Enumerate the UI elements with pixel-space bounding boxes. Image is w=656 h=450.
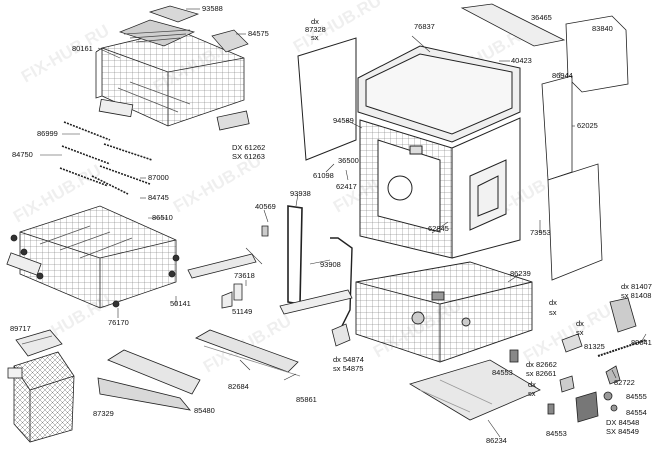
part-label-40569: 40569 (255, 202, 276, 211)
cutlery-tray (118, 19, 196, 47)
rails-and-seals (187, 205, 353, 347)
part-label-40423: 40423 (511, 56, 532, 65)
part-label-54874: dx 54874 (333, 355, 364, 364)
part-label-86239: 86239 (510, 269, 531, 278)
part-label-sx-1: sx (549, 308, 557, 317)
part-label-83840: 83840 (592, 24, 613, 33)
part-label-84548: DX 84548 (606, 418, 640, 427)
base-frame (355, 261, 533, 363)
part-label-sx-2: sx (576, 328, 584, 337)
tine-rows (59, 121, 153, 195)
part-label-89717: 89717 (10, 324, 31, 333)
part-label-84575: 84575 (248, 29, 269, 38)
part-label-84750: 84750 (12, 150, 33, 159)
part-label-84554: 84554 (626, 408, 647, 417)
part-label-84549: SX 84549 (606, 427, 639, 436)
part-label-86234: 86234 (486, 436, 507, 445)
part-label-36465: 36465 (531, 13, 552, 22)
drip-tray (409, 359, 541, 421)
part-label-87328-sx: sx (311, 33, 319, 42)
part-label-87328: 87328 (305, 25, 326, 34)
part-label-62025: 62025 (577, 121, 598, 130)
part-label-61098: 61098 (313, 171, 334, 180)
upper-basket (95, 29, 245, 127)
part-label-86999: 86999 (37, 129, 58, 138)
part-label-54875: sx 54875 (333, 364, 364, 373)
part-label-82662: dx 82662 (526, 360, 557, 369)
part-label-85480: 85480 (194, 406, 215, 415)
part-label-93938: 93938 (290, 189, 311, 198)
part-label-93908: 93908 (320, 260, 341, 269)
part-label-36500: 36500 (338, 156, 359, 165)
part-label-73953: 73953 (530, 228, 551, 237)
part-label-62417: 62417 (336, 182, 357, 191)
lower-basket-handle (6, 252, 42, 276)
part-label-80161: 80161 (72, 44, 93, 53)
part-label-sx-3: sx (528, 389, 536, 398)
part-label-86510: 86510 (152, 213, 173, 222)
part-label-86944: 86944 (552, 71, 573, 80)
lower-basket (10, 205, 180, 309)
part-label-85861: 85861 (296, 395, 317, 404)
hinge-assembly (509, 297, 647, 423)
part-label-84745: 84745 (148, 193, 169, 202)
upper-basket-handle (98, 98, 250, 131)
part-label-82661: sx 82661 (526, 369, 557, 378)
leader-lines (40, 8, 647, 438)
side-panel-left (297, 37, 357, 161)
part-label-61263: SX 61263 (232, 152, 265, 161)
part-label-dx-3: dx (528, 380, 536, 389)
dishwasher-tub (357, 45, 521, 259)
part-label-89041: 89041 (631, 338, 652, 347)
part-label-51149: 51149 (232, 307, 253, 316)
top-panels (460, 3, 629, 281)
part-label-82722: 82722 (614, 378, 635, 387)
part-label-87000: 87000 (148, 173, 169, 182)
cutlery-basket (7, 329, 75, 443)
part-label-81407: dx 81407 (621, 282, 652, 291)
part-label-76837: 76837 (414, 22, 435, 31)
part-label-dx-2: dx (576, 319, 584, 328)
part-label-93588: 93588 (202, 4, 223, 13)
part-label-62845: 62845 (428, 224, 449, 233)
part-label-50141: 50141 (170, 299, 191, 308)
part-label-87329: 87329 (93, 409, 114, 418)
part-label-81325: 81325 (584, 342, 605, 351)
part-label-87328-dx: dx (311, 17, 319, 26)
part-label-84553-b: 84553 (546, 429, 567, 438)
part-label-94589: 94589 (333, 116, 354, 125)
kick-plate (97, 329, 301, 411)
part-label-dx-1: dx (549, 298, 557, 307)
part-label-82684: 82684 (228, 382, 249, 391)
part-label-84553-a: 84553 (492, 368, 513, 377)
cup-shelf (148, 5, 249, 53)
part-label-84555: 84555 (626, 392, 647, 401)
part-label-76170: 76170 (108, 318, 129, 327)
part-label-61262: DX 61262 (232, 143, 266, 152)
part-label-81408: sx 81408 (621, 291, 652, 300)
part-label-73618: 73618 (234, 271, 255, 280)
